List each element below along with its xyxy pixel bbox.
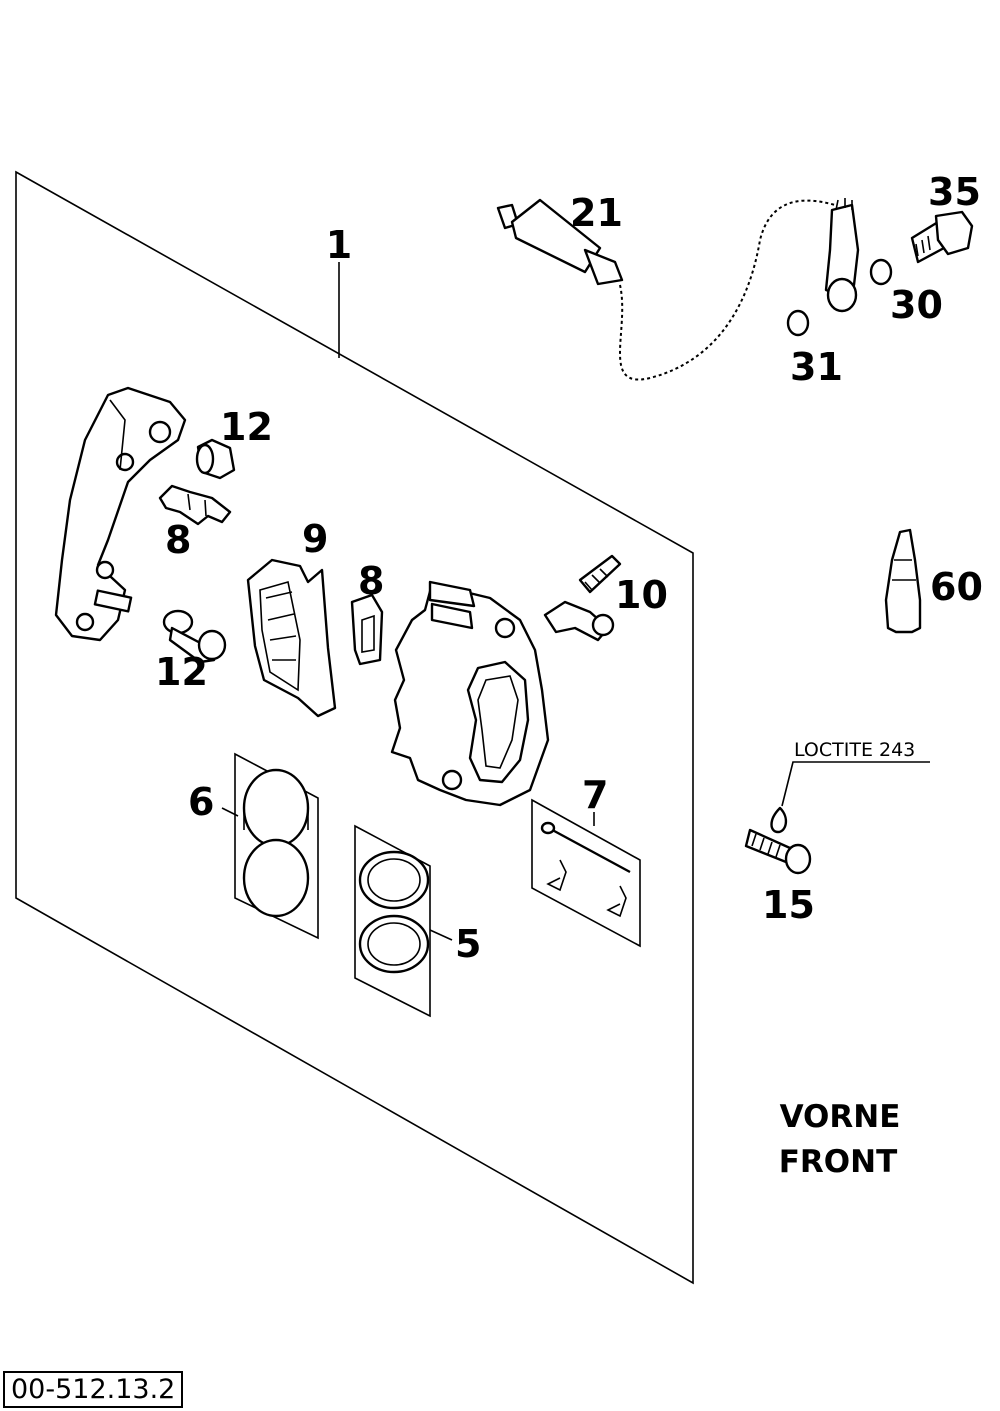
callout-1: 1 bbox=[326, 223, 352, 267]
brake-hose bbox=[619, 199, 836, 381]
title-front: FRONT bbox=[779, 1144, 898, 1180]
callout-30: 30 bbox=[890, 283, 943, 327]
pin-kit-7 bbox=[531, 798, 641, 948]
kit-frame bbox=[15, 170, 694, 1285]
bushing-12-top bbox=[195, 438, 236, 480]
callout-8-top: 8 bbox=[165, 518, 191, 562]
callout-8-right: 8 bbox=[358, 559, 384, 603]
leader-5 bbox=[429, 929, 453, 941]
washer-30 bbox=[869, 258, 893, 286]
callout-15: 15 bbox=[762, 883, 815, 927]
clip-8-top bbox=[158, 484, 232, 526]
callout-35: 35 bbox=[928, 170, 981, 214]
title-vorne: VORNE bbox=[780, 1099, 901, 1135]
callout-21: 21 bbox=[570, 191, 623, 235]
leader-6 bbox=[221, 807, 239, 817]
loctite-label: LOCTITE 243 bbox=[794, 739, 915, 761]
pistons-6 bbox=[234, 752, 319, 940]
screw-15 bbox=[744, 828, 812, 875]
callout-10: 10 bbox=[615, 573, 668, 617]
callout-9: 9 bbox=[302, 517, 328, 561]
clip-8-right bbox=[350, 593, 384, 666]
callout-60: 60 bbox=[930, 565, 983, 609]
callout-12-bottom: 12 bbox=[155, 650, 208, 694]
banjo-fitting bbox=[824, 198, 860, 313]
washer-31 bbox=[786, 309, 810, 337]
bleeder-10 bbox=[543, 554, 622, 642]
loctite-leader bbox=[781, 761, 930, 807]
reference-code: 00-512.13.2 bbox=[3, 1371, 184, 1408]
caliper-housing bbox=[390, 580, 550, 807]
seals-5 bbox=[354, 824, 431, 1018]
callout-12-top: 12 bbox=[220, 405, 273, 449]
callout-5: 5 bbox=[455, 922, 481, 966]
callout-31: 31 bbox=[790, 345, 843, 389]
caliper-bracket bbox=[54, 386, 187, 642]
fluid-bottle-60 bbox=[884, 528, 922, 634]
brake-pad-9 bbox=[246, 558, 337, 718]
banjo-bolt-35 bbox=[910, 210, 974, 264]
loctite-drop-icon bbox=[770, 806, 788, 834]
callout-7: 7 bbox=[582, 773, 608, 817]
callout-6: 6 bbox=[188, 780, 214, 824]
bolt-12-bottom bbox=[162, 609, 227, 664]
hose-fitting-21 bbox=[496, 198, 624, 286]
